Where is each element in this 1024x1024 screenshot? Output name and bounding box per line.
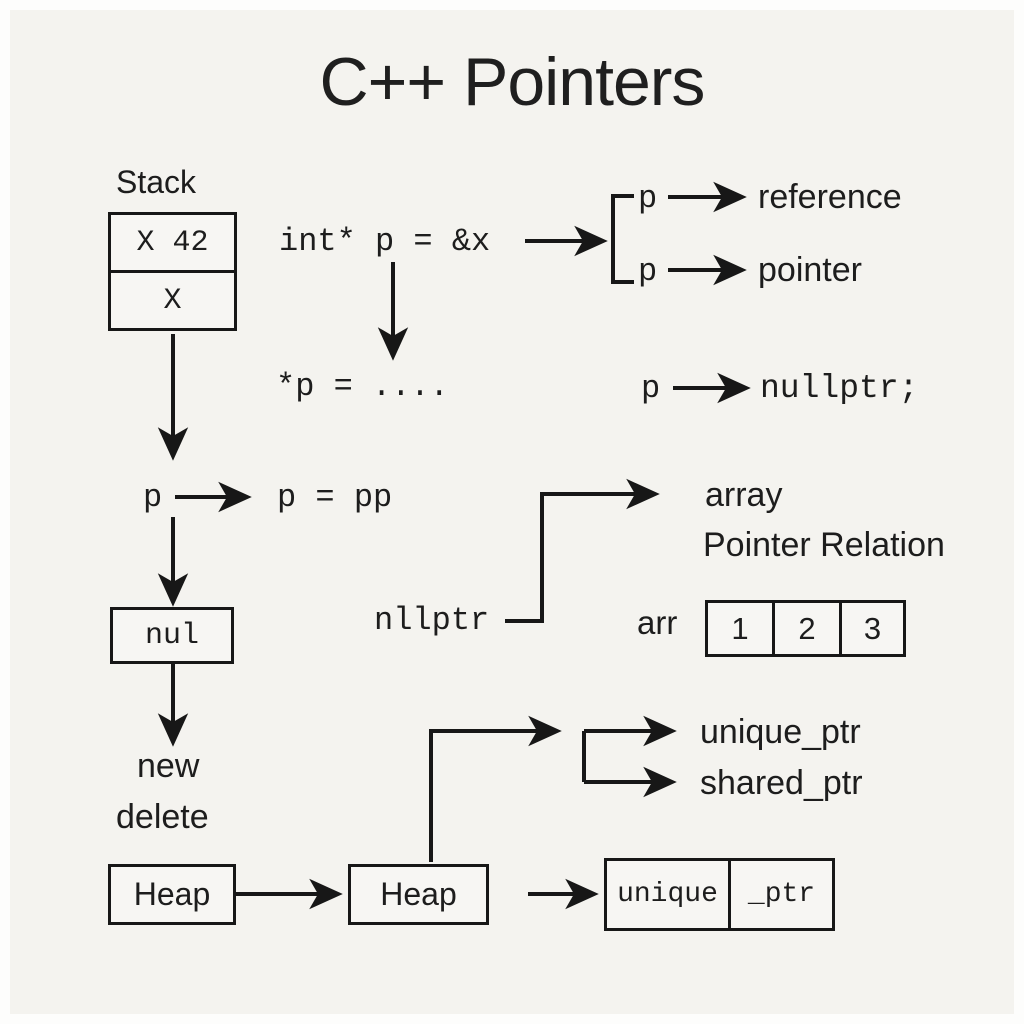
nul-box: nul <box>110 607 234 664</box>
array-cell-1: 2 <box>775 603 842 654</box>
stack-cell-1: X <box>111 273 234 328</box>
array-cell-0: 1 <box>708 603 775 654</box>
nllptr-label: nllptr <box>374 602 490 639</box>
null-assign-from: p <box>641 370 661 407</box>
declaration-code: int* p = &x <box>279 223 491 260</box>
unique-ptr-box: unique _ptr <box>604 858 835 931</box>
unique-ptr-box-cell-0: unique <box>607 861 731 928</box>
unique-ptr-box-cell-1: _ptr <box>731 861 832 928</box>
heap-box-2-cell: Heap <box>351 867 486 922</box>
arr-label: arr <box>637 604 678 641</box>
unique-ptr-box-cell-1-value: _ptr <box>747 879 816 910</box>
heap-box-1-cell: Heap <box>111 867 233 922</box>
heap-box-2: Heap <box>348 864 489 925</box>
smart-pointer-shared: shared_ptr <box>700 764 863 802</box>
deref-code: *p = .... <box>276 368 449 405</box>
reassign-from: p <box>143 479 163 516</box>
memory-op-delete: delete <box>116 798 209 836</box>
stack-cell-0: X 42 <box>111 215 234 273</box>
array-cell-2: 3 <box>842 603 903 654</box>
array-heading-line1: array <box>705 476 783 514</box>
memory-op-new: new <box>137 747 200 785</box>
nul-box-cell: nul <box>113 610 231 661</box>
heap-box-2-value: Heap <box>380 876 457 912</box>
page-title: C++ Pointers <box>319 44 706 120</box>
arrow-nllptr-to-array <box>505 478 660 623</box>
pointer-kind-0-to: reference <box>758 178 902 216</box>
pointer-kind-1-from: p <box>638 253 658 290</box>
null-assign-to: nullptr; <box>760 370 919 407</box>
nul-box-value: nul <box>144 618 199 653</box>
heap-box-1-value: Heap <box>133 876 211 912</box>
stack-box: X 42 X <box>108 212 237 331</box>
pointer-kind-1-to: pointer <box>758 251 862 289</box>
stack-cell-1-value: X <box>163 283 182 318</box>
unique-ptr-box-cell-0-value: unique <box>617 879 718 910</box>
bracket-pointer-kinds <box>611 194 634 284</box>
array-box: 1 2 3 <box>705 600 906 657</box>
arrow-heap2-to-smart-pointers <box>429 715 562 862</box>
reassign-to: p = pp <box>277 479 393 516</box>
smart-pointer-unique: unique_ptr <box>700 713 861 751</box>
array-cell-1-value: 2 <box>798 610 816 646</box>
pointer-kind-0-from: p <box>638 180 658 217</box>
stack-label: Stack <box>116 164 197 200</box>
array-cell-2-value: 3 <box>863 610 882 646</box>
array-heading-line2: Pointer Relation <box>703 526 945 564</box>
stack-cell-0-value: X 42 <box>136 225 209 260</box>
heap-box-1: Heap <box>108 864 236 925</box>
array-cell-0-value: 1 <box>731 610 749 646</box>
